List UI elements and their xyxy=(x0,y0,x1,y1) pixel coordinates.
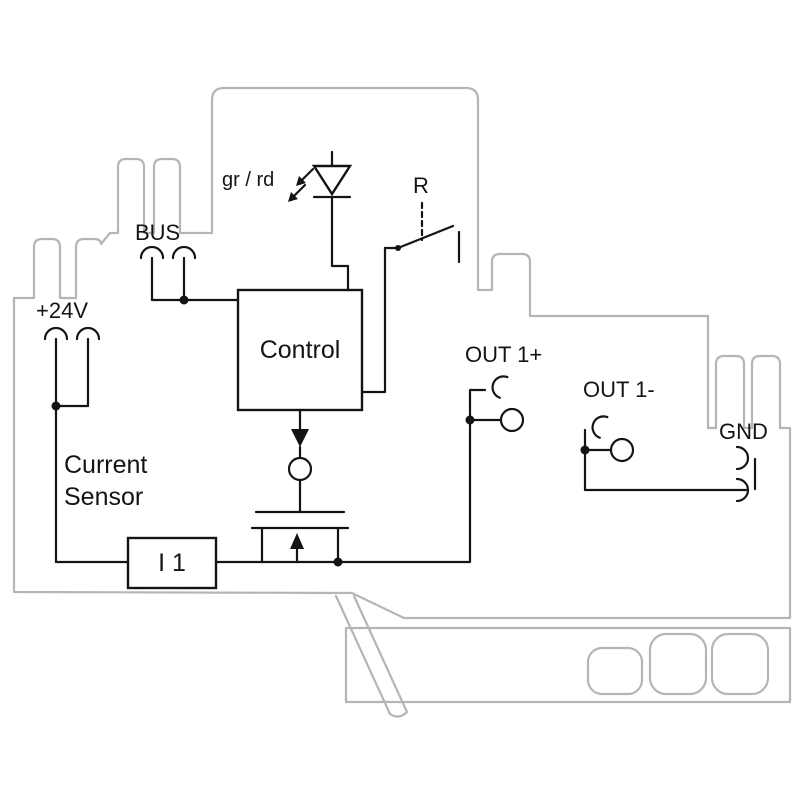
screw-terminal-icon xyxy=(609,437,635,463)
driver-node-icon xyxy=(287,456,313,482)
screw-terminal-icon xyxy=(499,407,525,433)
current-sensor-label-line1: Current xyxy=(64,451,147,479)
bus-terminal-icons xyxy=(139,245,240,302)
terminal-clamp-icon xyxy=(735,445,750,471)
supply-terminal-icons xyxy=(43,326,130,564)
emission-arrowhead xyxy=(296,176,306,186)
din-rail xyxy=(344,626,792,704)
terminal-clamp-icon xyxy=(75,326,101,341)
housing-silhouette xyxy=(12,86,792,620)
switch-lever xyxy=(396,224,455,250)
led-icon xyxy=(288,150,353,292)
out1-plus-label: OUT 1+ xyxy=(465,342,542,367)
current-input-label: I 1 xyxy=(158,549,186,577)
gnd-terminal-icons xyxy=(735,445,757,503)
down-arrowhead xyxy=(291,429,309,447)
emission-arrow xyxy=(292,183,307,198)
control-label: Control xyxy=(260,336,341,364)
mounting-foot xyxy=(334,594,409,718)
housing-outline xyxy=(12,86,792,718)
emission-arrowhead xyxy=(288,192,298,202)
terminal-clamp-icon xyxy=(735,477,750,503)
mosfet-icon xyxy=(250,408,350,564)
rail-slot xyxy=(648,632,708,696)
wire-supply-to-sensor xyxy=(54,337,130,564)
relay-label: R xyxy=(413,173,429,198)
junction-dot xyxy=(580,445,590,455)
terminal-clamp-icon xyxy=(139,245,165,260)
wire-led-to-control xyxy=(330,195,350,292)
led-emission-arrows-icon xyxy=(288,167,315,202)
led-triangle xyxy=(311,164,353,197)
led-color-label: gr / rd xyxy=(222,169,274,191)
up-arrowhead xyxy=(290,533,304,549)
wire-sensor-to-output xyxy=(214,388,487,564)
bus-label: BUS xyxy=(135,220,180,245)
junction-dot xyxy=(179,295,189,305)
rail-slot xyxy=(586,646,644,696)
emission-arrow xyxy=(300,167,315,182)
relay-switch-icon xyxy=(360,201,461,394)
wire-switch-to-control xyxy=(360,246,387,394)
terminal-clamp-icon xyxy=(43,326,69,341)
junction-dots xyxy=(51,295,590,567)
junction-dot xyxy=(51,401,61,411)
current-sensor-label-line2: Sensor xyxy=(64,483,143,511)
rail-slot xyxy=(710,632,770,696)
out1-minus-label: OUT 1- xyxy=(583,377,655,402)
terminal-clamp-icon xyxy=(171,245,197,260)
terminal-clamp-icon xyxy=(491,375,509,399)
terminal-clamp-icon xyxy=(591,415,609,439)
gnd-label: GND xyxy=(719,419,768,444)
junction-dot xyxy=(333,557,343,567)
wire-bus-to-control xyxy=(150,256,240,302)
out1-plus-terminal-icons xyxy=(468,375,525,433)
junction-dot xyxy=(465,415,475,425)
supply-label: +24V xyxy=(36,298,88,323)
din-rail-profile xyxy=(344,626,792,704)
